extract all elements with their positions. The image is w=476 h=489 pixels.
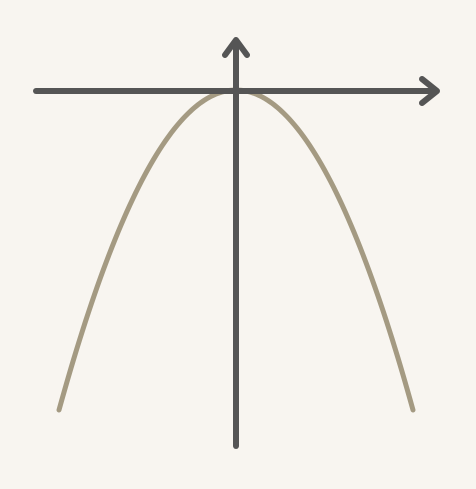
y-axis-arrowhead-icon [222, 37, 250, 58]
x-axis-arrowhead-icon [419, 76, 440, 106]
